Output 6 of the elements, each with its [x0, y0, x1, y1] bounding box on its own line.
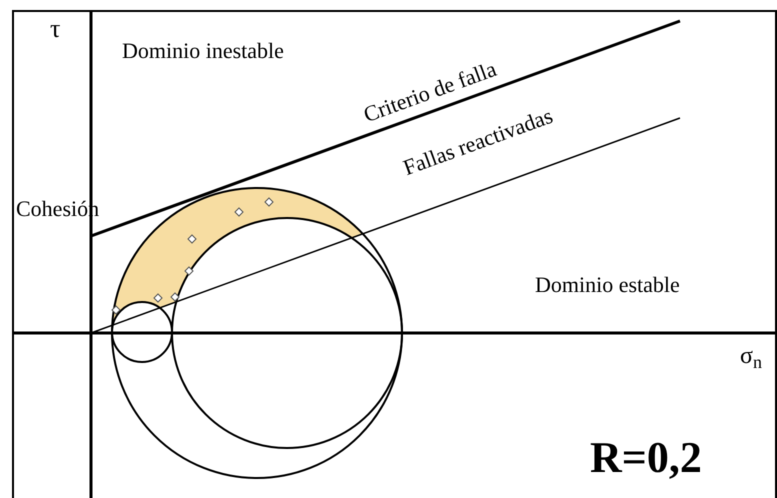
ratio-label: R=0,2: [590, 436, 702, 480]
line-label: Criterio de falla: [360, 58, 500, 126]
region-label: Dominio inestable: [122, 40, 284, 62]
axis-label: σ$_{n}$: [740, 344, 762, 368]
region-label: Dominio estable: [535, 274, 680, 296]
axis-label: τ: [50, 16, 60, 42]
